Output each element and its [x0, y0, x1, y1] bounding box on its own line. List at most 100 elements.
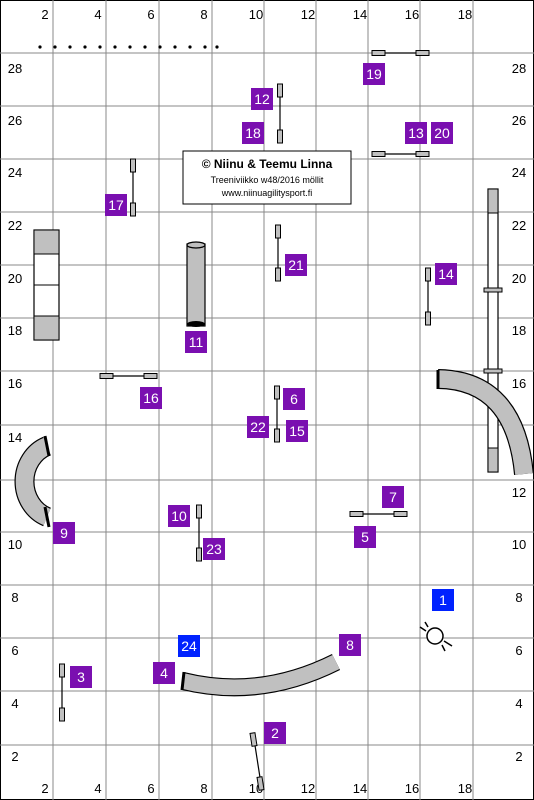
jump-2 — [249, 732, 265, 791]
marker-24: 24 — [178, 635, 200, 657]
x-tick-label: 14 — [353, 781, 367, 796]
x-tick-label: 12 — [301, 781, 315, 796]
marker-label: 24 — [181, 638, 197, 654]
marker-19: 19 — [363, 63, 385, 85]
y-tick-label: 6 — [515, 643, 522, 658]
marker-12: 12 — [251, 88, 273, 110]
marker-20: 20 — [431, 122, 453, 144]
marker-label: 6 — [290, 391, 298, 407]
y-tick-label: 28 — [512, 61, 526, 76]
marker-13: 13 — [405, 122, 427, 144]
marker-label: 5 — [361, 529, 369, 545]
marker-9: 9 — [53, 522, 75, 544]
y-tick-label: 14 — [8, 430, 22, 445]
y-tick-label: 2 — [515, 749, 522, 764]
marker-label: 13 — [408, 125, 424, 141]
x-tick-label: 2 — [41, 7, 48, 22]
marker-label: 16 — [143, 390, 159, 406]
jump-13-20 — [371, 151, 430, 157]
marker-8: 8 — [339, 634, 361, 656]
marker-23: 23 — [203, 538, 225, 560]
jump-17 — [130, 158, 136, 217]
y-tick-label: 8 — [11, 590, 18, 605]
credits-website: www.niinuagilitysport.fi — [221, 188, 313, 198]
jump-12-18 — [277, 83, 283, 144]
x-tick-label: 14 — [353, 7, 367, 22]
x-tick-label: 4 — [94, 781, 101, 796]
credits-subtitle: Treeniviikko w48/2016 möllit — [211, 175, 324, 185]
y-tick-label: 24 — [512, 165, 526, 180]
y-tick-label: 24 — [8, 165, 22, 180]
y-tick-label: 18 — [512, 323, 526, 338]
marker-label: 17 — [108, 197, 124, 213]
axis-x-bottom: 2 4 6 8 10 12 14 16 18 — [41, 781, 472, 796]
axis-y-right: 28 26 24 22 20 18 16 12 10 8 6 4 2 — [512, 61, 526, 764]
marker-label: 18 — [245, 125, 261, 141]
x-tick-label: 10 — [249, 7, 263, 22]
dotted-line — [38, 45, 219, 49]
marker-14: 14 — [435, 263, 457, 285]
axis-y-left: 28 26 24 22 20 18 16 14 10 8 6 4 2 — [8, 61, 22, 764]
marker-4: 4 — [153, 662, 175, 684]
marker-label: 14 — [438, 266, 454, 282]
marker-21: 21 — [285, 254, 307, 276]
jump-5-7 — [349, 511, 408, 517]
marker-label: 12 — [254, 91, 270, 107]
marker-11: 11 — [185, 331, 207, 353]
jump-16 — [99, 373, 158, 379]
marker-17: 17 — [105, 194, 127, 216]
marker-1: 1 — [432, 589, 454, 611]
credits-title: © Niinu & Teemu Linna — [202, 157, 333, 171]
marker-label: 10 — [171, 508, 187, 524]
jump-19 — [371, 50, 430, 56]
marker-label: 8 — [346, 637, 354, 653]
x-tick-label: 16 — [405, 781, 419, 796]
marker-label: 21 — [288, 257, 304, 273]
x-tick-label: 8 — [200, 7, 207, 22]
jump-10-23 — [196, 504, 202, 562]
marker-label: 7 — [389, 489, 397, 505]
x-tick-label: 18 — [458, 781, 472, 796]
y-tick-label: 20 — [512, 271, 526, 286]
tunnel-11 — [186, 241, 206, 327]
y-tick-label: 18 — [8, 323, 22, 338]
x-tick-label: 18 — [458, 7, 472, 22]
marker-7: 7 — [382, 486, 404, 508]
x-tick-label: 2 — [41, 781, 48, 796]
marker-5: 5 — [354, 526, 376, 548]
y-tick-label: 4 — [515, 696, 522, 711]
x-tick-label: 4 — [94, 7, 101, 22]
jump-3 — [59, 663, 65, 722]
y-tick-label: 26 — [512, 113, 526, 128]
jump-14 — [425, 267, 431, 326]
marker-16: 16 — [140, 387, 162, 409]
table-obstacle — [33, 229, 60, 341]
marker-18: 18 — [242, 122, 264, 144]
curved-tunnel-right — [436, 369, 534, 476]
x-tick-label: 12 — [301, 7, 315, 22]
marker-label: 11 — [189, 334, 204, 350]
marker-label: 20 — [434, 125, 450, 141]
y-tick-label: 12 — [512, 485, 526, 500]
y-tick-label: 22 — [512, 218, 526, 233]
jump-21 — [275, 224, 281, 282]
marker-label: 22 — [250, 419, 266, 435]
marker-3: 3 — [70, 666, 92, 688]
x-tick-label: 6 — [147, 7, 154, 22]
tire-obstacle — [419, 621, 453, 652]
y-tick-label: 10 — [8, 537, 22, 552]
marker-2: 2 — [264, 722, 286, 744]
y-tick-label: 16 — [8, 376, 22, 391]
marker-10: 10 — [168, 505, 190, 527]
y-tick-label: 2 — [11, 749, 18, 764]
marker-15: 15 — [286, 420, 308, 442]
marker-label: 2 — [271, 725, 279, 741]
y-tick-label: 8 — [515, 590, 522, 605]
tunnel-9 — [14, 435, 52, 528]
marker-6: 6 — [283, 388, 305, 410]
y-tick-label: 16 — [512, 376, 526, 391]
marker-label: 19 — [366, 66, 382, 82]
y-tick-label: 20 — [8, 271, 22, 286]
x-tick-label: 8 — [200, 781, 207, 796]
